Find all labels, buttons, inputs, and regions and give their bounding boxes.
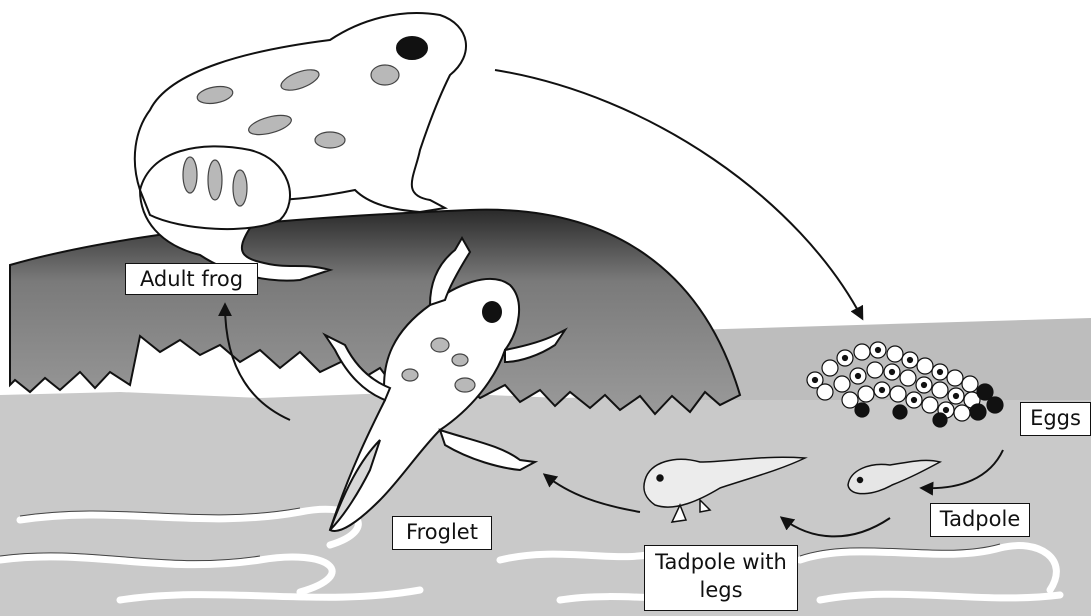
label-tadpole-with-legs: Tadpole with legs [644,545,798,611]
label-froglet: Froglet [392,516,492,550]
label-eggs: Eggs [1020,402,1091,436]
label-tadpole: Tadpole [930,503,1030,537]
label-adult-frog: Adult frog [125,263,258,295]
